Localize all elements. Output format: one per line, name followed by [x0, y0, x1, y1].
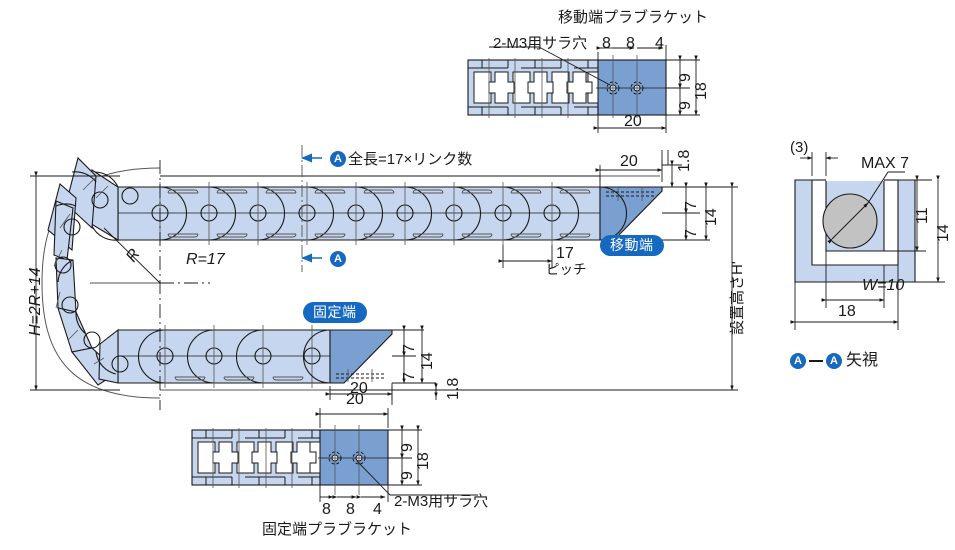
section-marker-a-icon: A	[330, 150, 346, 167]
bottom-callout-holes: 2-M3用サラ穴	[394, 493, 489, 510]
section-width-label: W=10	[862, 277, 905, 294]
moving-dim-7b: 7	[683, 229, 700, 238]
bottom-dim-9b: 9	[399, 471, 416, 480]
moving-dim-7a: 7	[683, 201, 700, 210]
top-dim-8a: 8	[602, 35, 611, 52]
fixed-dim-14: 14	[419, 352, 436, 370]
section-dim-11: 11	[914, 207, 931, 224]
fixed-dim-7b: 7	[401, 372, 418, 381]
install-height-label: 設置高さH'	[729, 261, 746, 335]
bottom-dim-4: 4	[373, 501, 382, 518]
top-dim-4: 4	[655, 35, 664, 52]
moving-dim-20: 20	[620, 153, 638, 170]
bottom-fixed-end-bracket-view	[191, 408, 478, 502]
bottom-dim-8b: 8	[346, 501, 355, 518]
section-marker-a-right-icon: A	[826, 352, 842, 369]
overall-length-label: 全長=17×リンク数	[348, 151, 473, 168]
moving-dim-1-8: 1.8	[676, 149, 693, 172]
top-bracket-caption: 移動端プラブラケット	[558, 9, 709, 26]
badge-moving-end: 移動端	[600, 235, 664, 256]
section-marker-a-left-icon: A	[790, 352, 806, 369]
pitch-label: ピッチ	[546, 262, 587, 277]
dash-icon	[809, 359, 823, 362]
section-marker-a-icon: A	[330, 250, 346, 267]
top-dim-9a: 9	[677, 73, 694, 82]
bottom-dim-20-top: 20	[346, 391, 364, 408]
top-callout-holes: 2-M3用サラ穴	[493, 35, 588, 52]
radius-value: R=17	[186, 251, 225, 268]
bottom-dim-8a: 8	[322, 501, 331, 518]
bottom-dim-9a: 9	[399, 443, 416, 452]
top-dim-9b: 9	[677, 101, 694, 110]
moving-dim-14: 14	[703, 208, 720, 226]
fixed-dim-20: 20	[350, 380, 368, 397]
section-a-a-view	[790, 152, 945, 330]
section-mark-bottom: A	[330, 250, 346, 268]
section-dim-3: (3)	[790, 139, 809, 156]
top-moving-end-bracket-view	[467, 45, 700, 133]
top-dim-20: 20	[624, 113, 642, 130]
pitch-value: 17	[556, 245, 574, 262]
section-view-text: 矢視	[846, 352, 879, 369]
section-max-label: MAX 7	[861, 155, 910, 172]
badge-fixed-end: 固定端	[303, 302, 367, 323]
fixed-dim-1-8: 1.8	[445, 377, 462, 400]
fixed-dim-7a: 7	[401, 344, 418, 353]
top-dim-18: 18	[693, 82, 710, 100]
section-mark-top: A	[330, 150, 346, 168]
side-view-chain	[30, 145, 738, 410]
bottom-bracket-caption: 固定端プラブラケット	[262, 521, 413, 538]
section-dim-14: 14	[935, 224, 952, 242]
section-dim-18: 18	[838, 303, 856, 320]
top-dim-8b: 8	[626, 35, 635, 52]
bottom-dim-18: 18	[415, 452, 432, 470]
height-formula: H=2R+14	[27, 267, 44, 337]
